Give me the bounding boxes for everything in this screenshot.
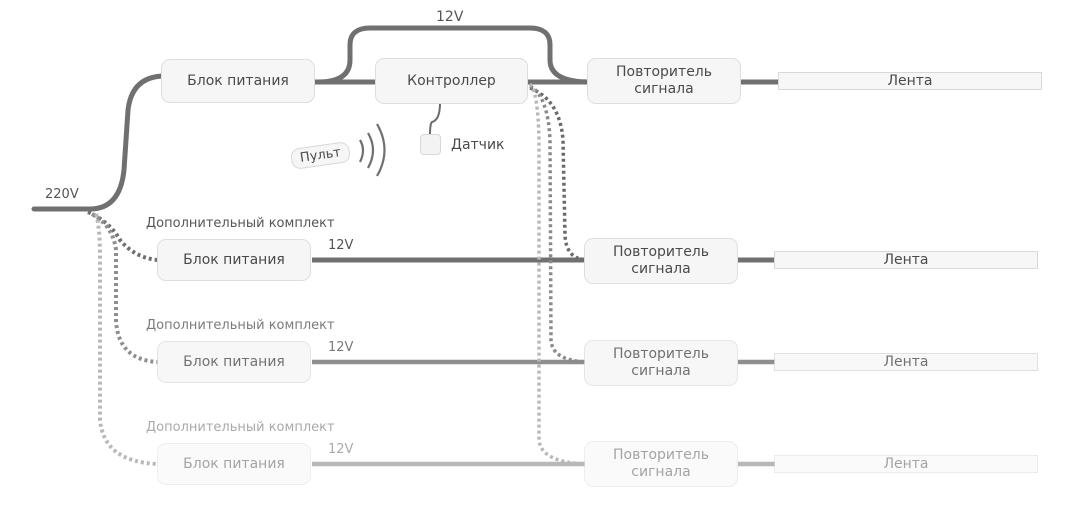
signal-wave-2 bbox=[367, 132, 375, 169]
signal-wave-3 bbox=[376, 123, 386, 177]
extra-led-strip-label: Лента bbox=[883, 354, 929, 370]
controller-box[interactable]: Контроллер bbox=[375, 58, 528, 104]
bypass-voltage-label: 12V bbox=[436, 9, 464, 25]
main-led-strip-label: Лента bbox=[887, 73, 933, 89]
extra-kit-title: Дополнительный комплект bbox=[146, 216, 335, 231]
mains-voltage-label: 220V bbox=[45, 187, 79, 202]
sensor-wire bbox=[429, 102, 441, 135]
main-power-supply-box[interactable]: Блок питания bbox=[161, 59, 315, 103]
extra-voltage-label: 12V bbox=[328, 442, 354, 457]
extra-led-strip[interactable]: Лента bbox=[774, 353, 1038, 371]
main-power-supply-label: Блок питания bbox=[187, 72, 289, 89]
controller-label: Контроллер bbox=[407, 72, 496, 89]
sensor-icon[interactable] bbox=[420, 134, 441, 155]
extra-repeater-label: Повторитель сигнала bbox=[612, 244, 710, 277]
extra-power-supply-label: Блок питания bbox=[183, 251, 285, 268]
extra-voltage-label: 12V bbox=[328, 340, 354, 355]
extra-power-supply-box[interactable]: Блок питания bbox=[157, 443, 311, 485]
mains-wire bbox=[31, 73, 168, 212]
extra-power-supply-label: Блок питания bbox=[183, 455, 285, 472]
extra-repeater-label: Повторитель сигнала bbox=[612, 447, 710, 480]
extra-repeater-box[interactable]: Повторитель сигнала bbox=[584, 441, 738, 487]
extra-led-strip[interactable]: Лента bbox=[774, 251, 1038, 269]
main-repeater-box[interactable]: Повторитель сигнала bbox=[587, 58, 741, 104]
mains-dotted-kit2 bbox=[90, 212, 159, 364]
signal-wave-1 bbox=[359, 139, 365, 163]
extra-led-strip[interactable]: Лента bbox=[774, 455, 1038, 473]
signal-dotted-kit3 bbox=[528, 82, 586, 466]
extra-power-supply-label: Блок питания bbox=[183, 353, 285, 370]
signal-dotted-kit1 bbox=[529, 86, 586, 262]
extra-repeater-box[interactable]: Повторитель сигнала bbox=[584, 340, 738, 386]
extra-led-strip-label: Лента bbox=[883, 456, 929, 472]
sensor-label: Датчик bbox=[451, 137, 505, 153]
extra-kit-title: Дополнительный комплект bbox=[146, 420, 335, 435]
bypass-12v-wire bbox=[317, 25, 591, 85]
mains-dotted-kit3 bbox=[94, 213, 159, 466]
extra-repeater-box[interactable]: Повторитель сигнала bbox=[584, 238, 738, 284]
extra-power-supply-box[interactable]: Блок питания bbox=[157, 341, 311, 383]
extra-repeater-label: Повторитель сигнала bbox=[612, 346, 710, 379]
main-repeater-label: Повторитель сигнала bbox=[615, 64, 713, 97]
signal-dotted-kit2 bbox=[529, 84, 586, 364]
extra-power-supply-box[interactable]: Блок питания bbox=[157, 239, 311, 281]
main-led-strip[interactable]: Лента bbox=[778, 72, 1042, 90]
extra-led-strip-label: Лента bbox=[883, 252, 929, 268]
remote-label: Пульт bbox=[299, 145, 342, 166]
extra-voltage-label: 12V bbox=[328, 238, 354, 253]
extra-kit-title: Дополнительный комплект bbox=[146, 318, 335, 333]
